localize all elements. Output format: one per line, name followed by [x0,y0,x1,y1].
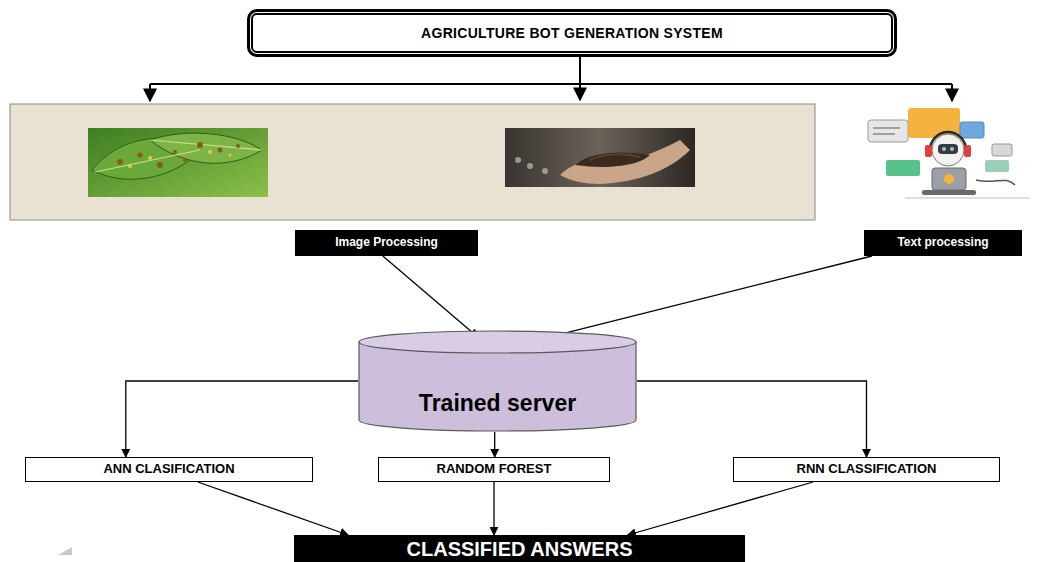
arrow-connector [494,432,495,457]
image-panel [10,104,815,220]
classifier-box: ANN CLASIFICATION [25,457,313,482]
node-label: ANN CLASIFICATION [103,462,234,477]
corner-mark [58,547,72,555]
arrow-connector [383,256,478,337]
arrow-connector [198,482,348,535]
database-cylinder: Trained server [358,330,637,432]
splitter-lines [150,57,952,101]
soil-hands-photo [505,128,695,187]
leaf-disease-photo [88,128,268,197]
cylinder-outline [358,330,637,432]
cylinder-body [359,342,636,431]
classifier-box: RNN CLASSIFICATION [733,457,1000,482]
node-label: RNN CLASSIFICATION [797,462,937,477]
arrow-connector [637,381,867,457]
node-label: Image Processing [335,236,438,250]
node-label: CLASSIFIED ANSWERS [407,538,633,561]
arrow-connector [493,482,494,535]
classifier-box: RANDOM FOREST [378,457,610,482]
chatbot-illustration [868,108,1030,198]
cylinder-top [359,331,636,353]
process-label: Image Processing [295,230,478,256]
node-label: Trained server [419,390,576,416]
arrow-connector [628,482,813,535]
title-box: AGRICULTURE BOT GENERATION SYSTEM [248,10,896,56]
arrow-connector [545,256,872,338]
process-label: Text processing [864,230,1022,256]
result-box: CLASSIFIED ANSWERS [294,535,745,562]
node-label: AGRICULTURE BOT GENERATION SYSTEM [421,25,723,41]
node-label: Text processing [897,236,988,250]
node-label: RANDOM FOREST [437,462,552,477]
arrow-connector [126,381,358,457]
